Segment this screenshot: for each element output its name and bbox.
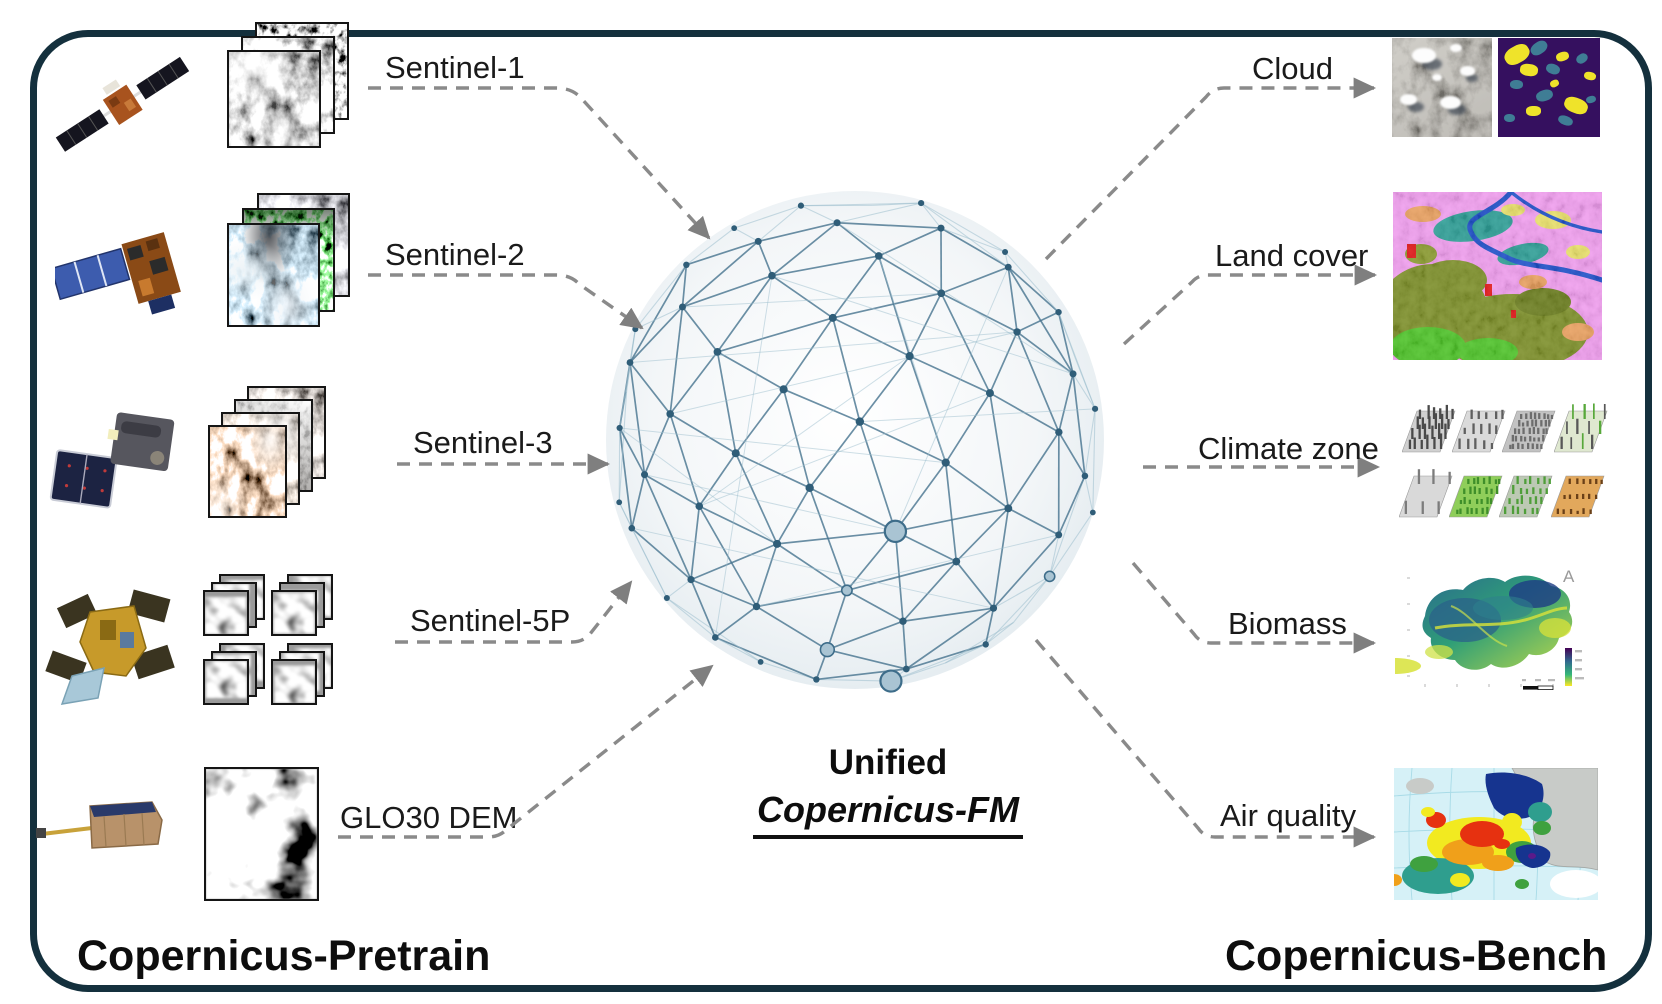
sentinel-2-image-stack — [227, 193, 353, 329]
biomass-map-image: A — [1395, 556, 1599, 698]
land-cover-map-image — [1393, 192, 1602, 360]
label-sentinel-1: Sentinel-1 — [385, 50, 525, 85]
cloud-mask-image — [1498, 38, 1600, 137]
glo30-dem-satellite-icon — [36, 801, 163, 849]
sentinel-1-image-stack — [227, 22, 353, 150]
sentinel-5p-image-stacks — [203, 574, 337, 708]
sentinel-3-satellite-icon — [49, 412, 175, 509]
climate-zone-tile-6 — [1449, 475, 1503, 518]
label-cloud: Cloud — [1252, 51, 1333, 86]
climate-zone-tiles-image — [1396, 400, 1611, 525]
label-sentinel-2: Sentinel-2 — [385, 237, 525, 272]
figure-border — [30, 30, 1652, 992]
climate-zone-tile-3 — [1502, 410, 1556, 453]
biomass-north-arrow: A — [1563, 567, 1575, 586]
climate-zone-tile-1 — [1402, 404, 1456, 453]
label-sentinel-5p: Sentinel-5P — [410, 603, 571, 638]
bench-title: Copernicus-Bench — [1225, 932, 1608, 980]
climate-zone-tile-4 — [1554, 403, 1608, 453]
climate-zone-tile-7 — [1499, 475, 1553, 518]
sentinel-5p-satellite-icon — [45, 589, 175, 705]
label-glo30-dem: GLO30 DEM — [340, 800, 518, 835]
glo30-dem-image — [204, 767, 319, 901]
label-air-quality: Air quality — [1220, 798, 1357, 833]
pretrain-title: Copernicus-Pretrain — [77, 932, 491, 980]
sentinel-1-satellite-icon — [55, 56, 190, 152]
climate-zone-tile-5 — [1399, 469, 1453, 518]
model-title-line1: Unified — [828, 743, 948, 782]
label-climate-zone: Climate zone — [1198, 431, 1379, 466]
climate-zone-tile-8 — [1551, 475, 1605, 518]
label-land-cover: Land cover — [1215, 238, 1369, 273]
sentinel-3-image-stack — [208, 386, 330, 522]
label-sentinel-3: Sentinel-3 — [413, 425, 553, 460]
label-biomass: Biomass — [1228, 606, 1347, 641]
cloud-input-image — [1392, 38, 1492, 137]
air-quality-map-image — [1394, 768, 1598, 900]
model-title: Unified Copernicus-FM — [738, 743, 1038, 839]
model-title-line2: Copernicus-FM — [738, 789, 1038, 839]
climate-zone-tile-2 — [1452, 409, 1506, 453]
sentinel-2-satellite-icon — [55, 232, 181, 315]
